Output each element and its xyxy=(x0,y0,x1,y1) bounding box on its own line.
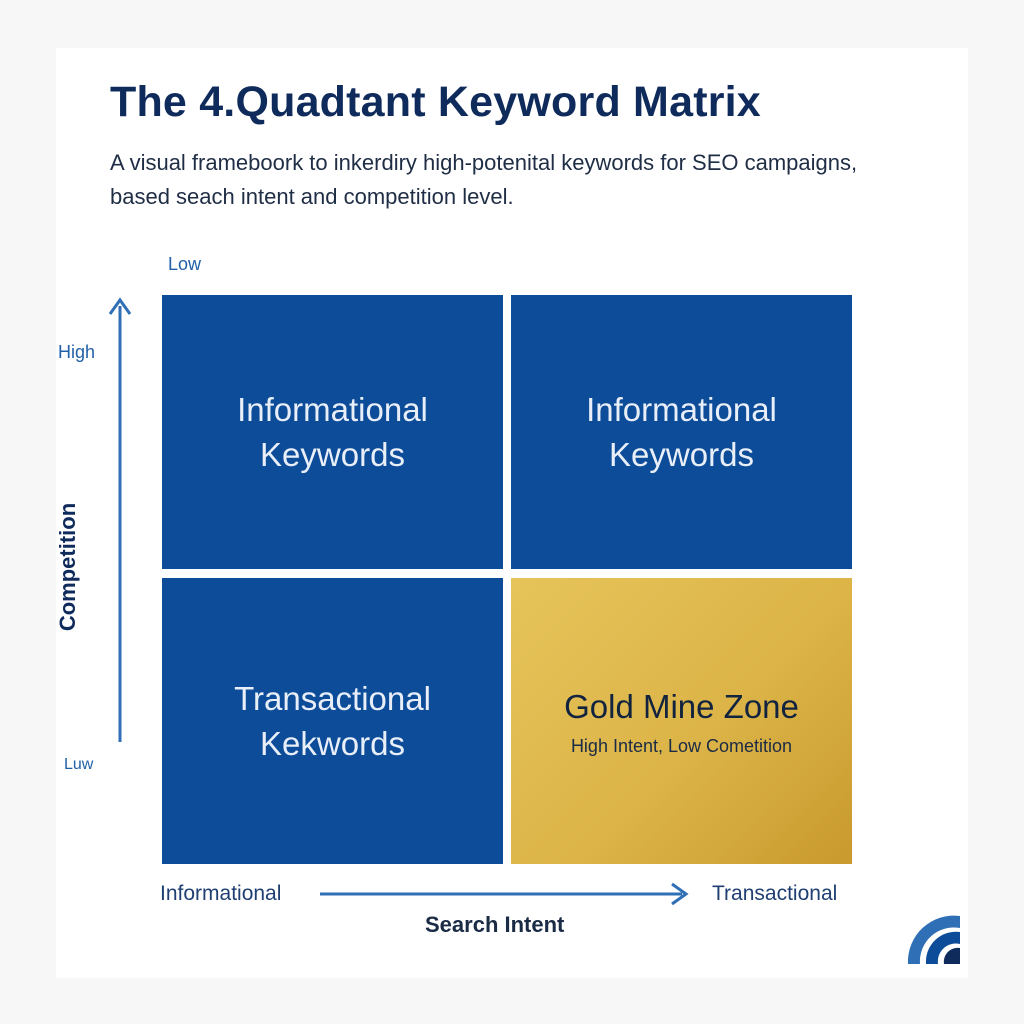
x-axis-right-label: Transactional xyxy=(712,882,838,905)
quadrant-top-left: Informational Keywords xyxy=(162,295,503,569)
y-axis-low-top-label: Low xyxy=(168,254,202,274)
quadrant-title: Informational Keywords xyxy=(586,391,777,473)
page-subtitle: A visual frameboork to inkerdiry high-po… xyxy=(110,150,858,209)
x-axis-left-label: Informational xyxy=(160,882,282,905)
quadrant-top-right: Informational Keywords xyxy=(511,295,852,569)
quadrant-subtitle: High Intent, Low Cometition xyxy=(570,736,793,756)
quadrant-gold-mine-zone: Gold Mine Zone High Intent, Low Cometiti… xyxy=(511,578,852,864)
y-axis-low-bottom-label: Luw xyxy=(64,756,94,773)
quadrant-title: Gold Mine Zone xyxy=(564,688,799,725)
y-axis-title: Competition xyxy=(55,502,80,632)
quadrant-title: Transactional Kekwords xyxy=(234,680,431,762)
x-axis-title: Search Intent xyxy=(425,912,565,937)
quadrant-bottom-left: Transactional Kekwords xyxy=(162,578,503,864)
brand-logo-icon xyxy=(907,915,960,964)
quadrant-title: Informational Keywords xyxy=(237,391,428,473)
y-axis-high-label: High xyxy=(58,342,96,362)
page-title: The 4.Quadtant Keyword Matrix xyxy=(110,78,761,126)
